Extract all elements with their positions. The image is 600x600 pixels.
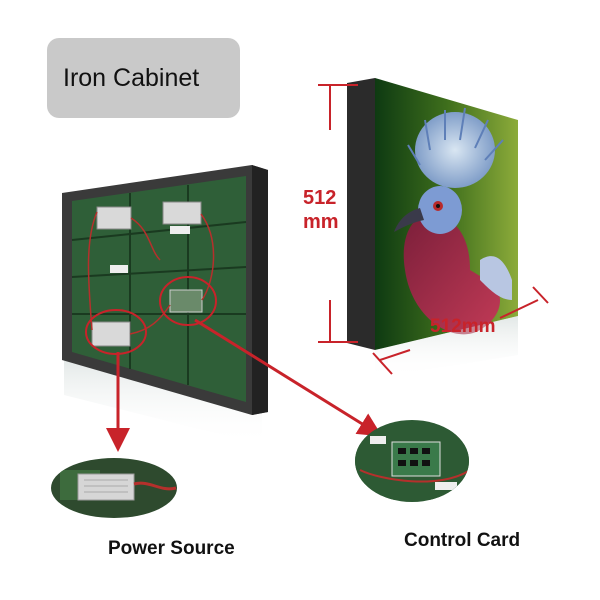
title-box: Iron Cabinet <box>47 38 240 118</box>
width-dimension <box>372 286 549 375</box>
height-label: 512 mm <box>303 186 339 234</box>
width-label: 512mm <box>430 316 496 337</box>
power-source-caption: Power Source <box>108 538 235 559</box>
height-dimension <box>318 84 358 343</box>
cabinet-back <box>62 165 268 445</box>
pigeon-image <box>394 107 512 335</box>
control-card-caption: Control Card <box>404 530 521 551</box>
control-card-photo <box>355 420 469 502</box>
display-cabinet <box>347 78 518 378</box>
title-text: Iron Cabinet <box>63 63 200 92</box>
arrow-control <box>194 318 383 437</box>
power-source-photo <box>51 458 177 518</box>
height-value: 512 <box>303 187 337 209</box>
height-unit: mm <box>303 211 339 233</box>
